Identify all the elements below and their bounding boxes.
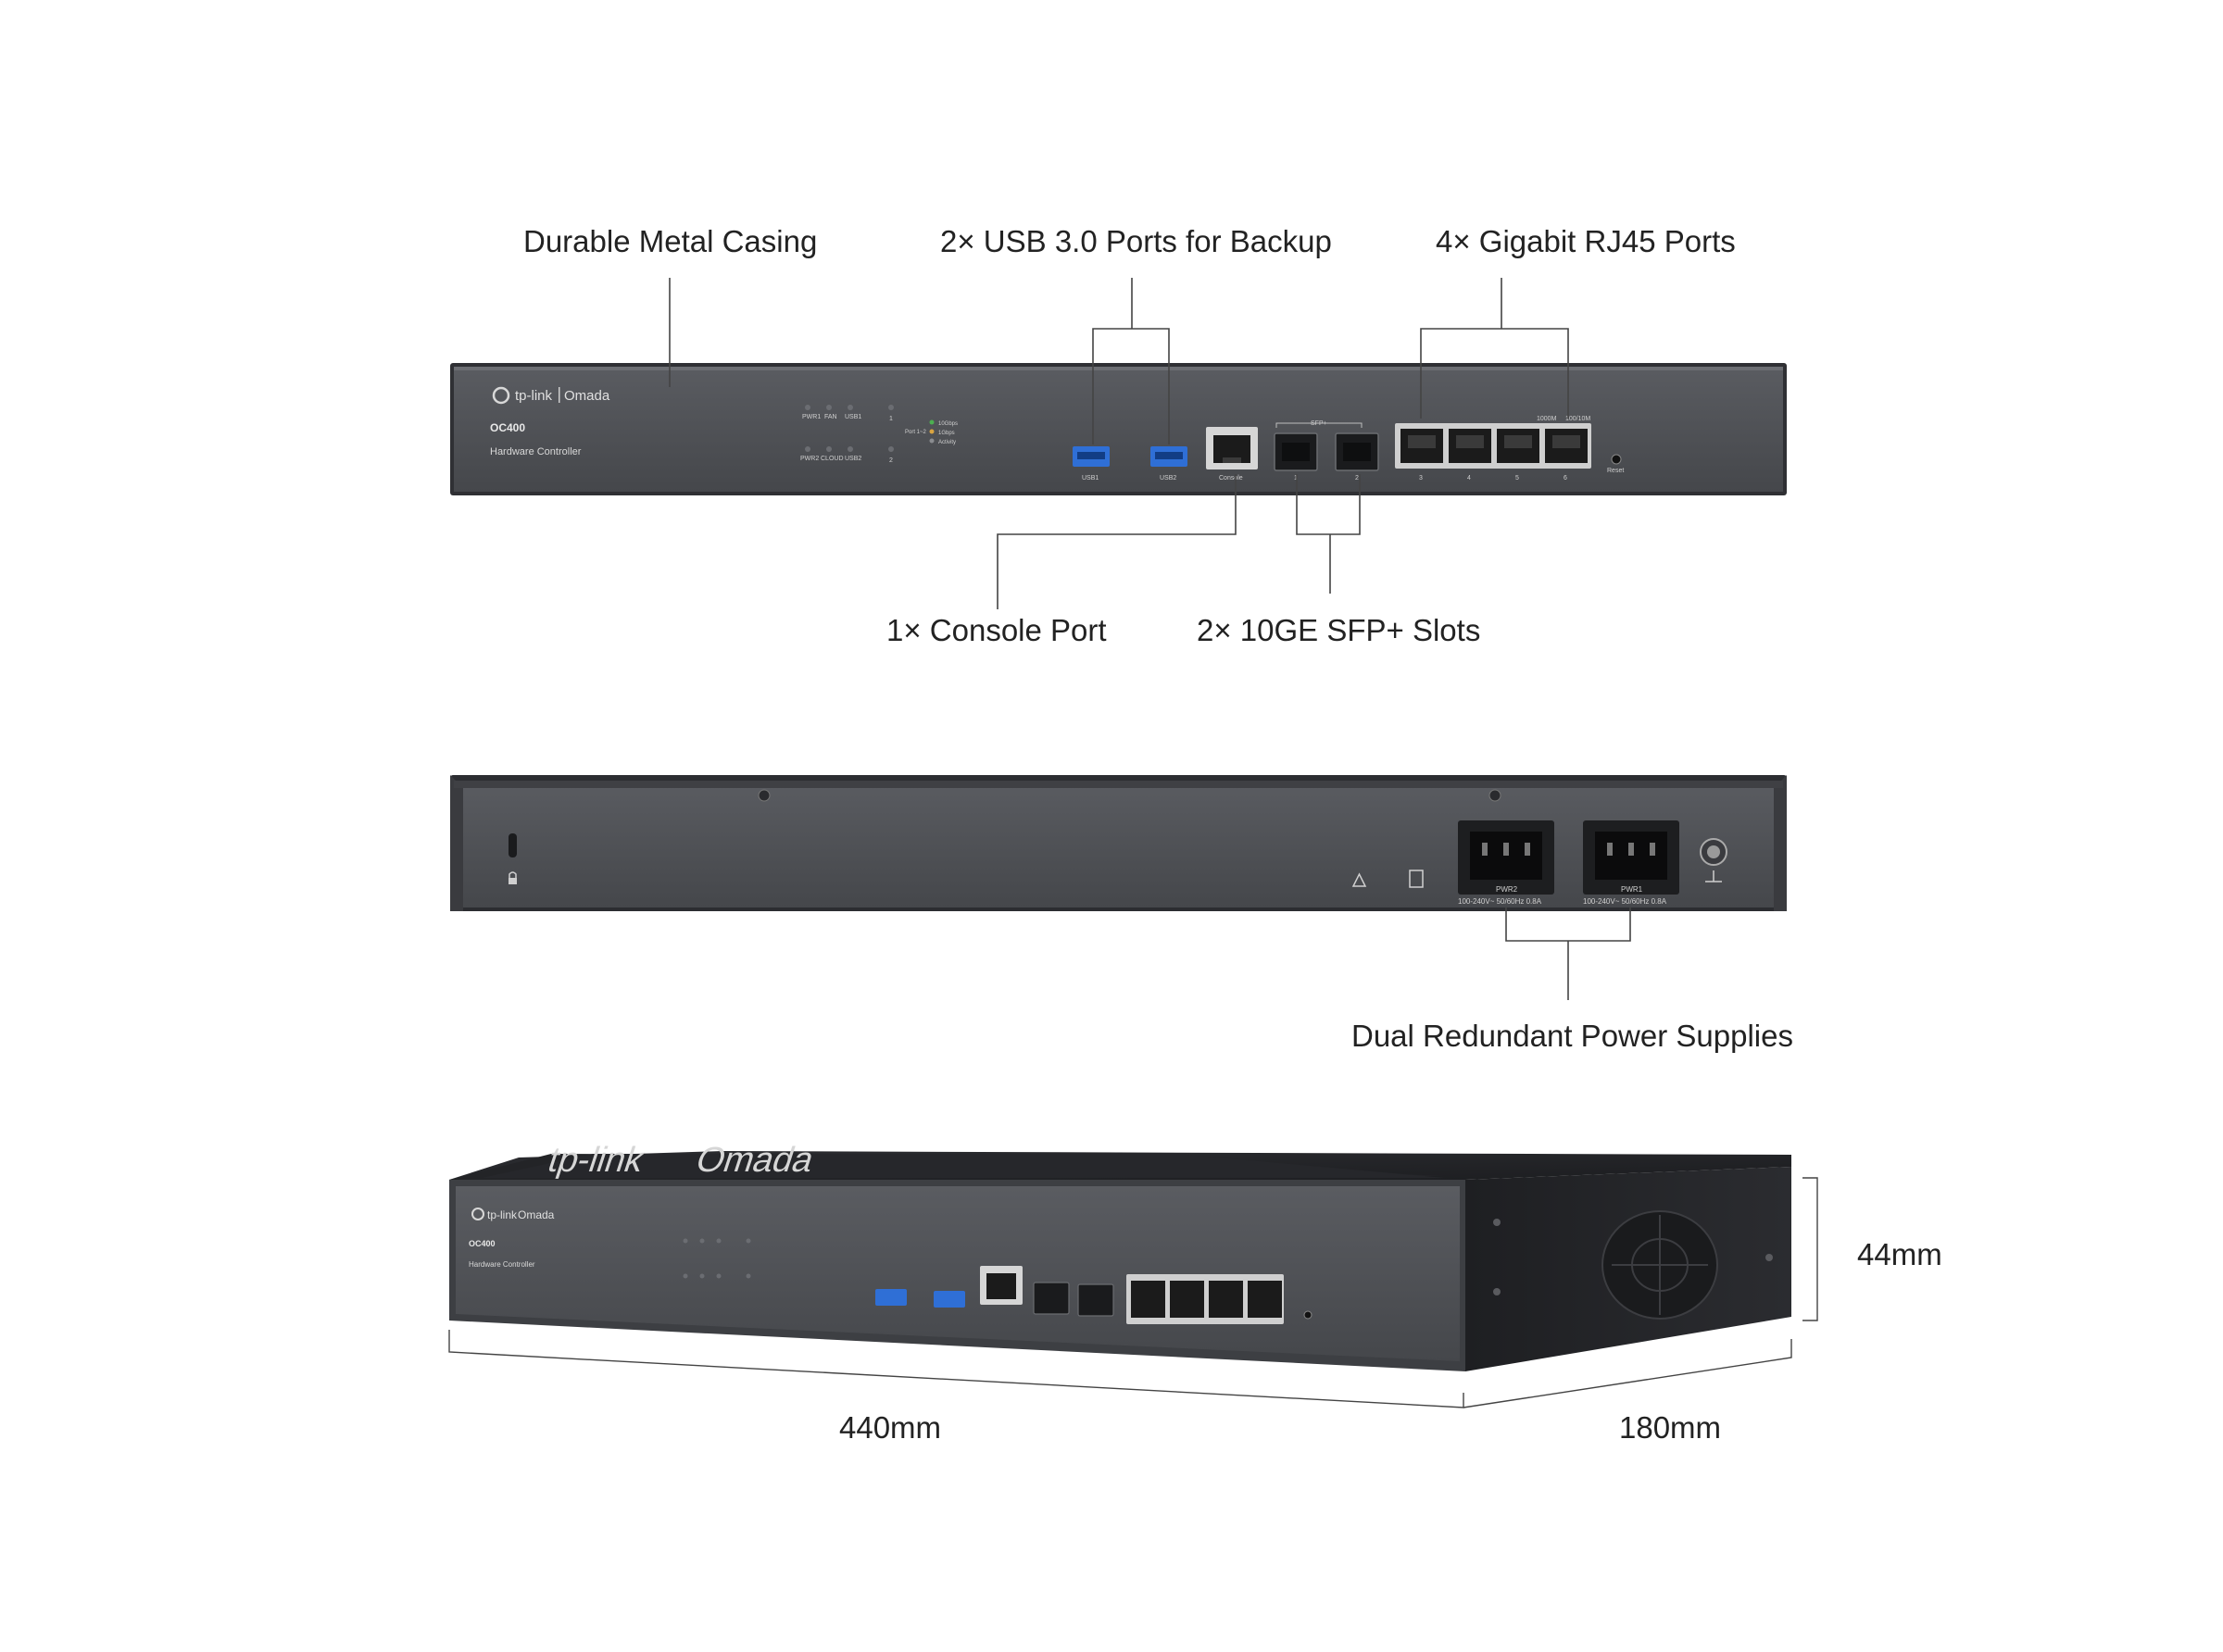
led-label-cloud: CLOUD (821, 456, 844, 462)
led-port-group: Port 1~2 (905, 430, 927, 435)
status-leds: PWR1 FAN USB1 PWR2 CLOUD USB2 1 2 Port 1… (800, 405, 958, 464)
sfp-slot-2[interactable] (1335, 432, 1379, 471)
led-label-pwr1: PWR1 (802, 414, 821, 420)
rj45-port-5[interactable] (1497, 429, 1539, 463)
usb-label-1: USB1 (1082, 475, 1099, 482)
callout-console: 1× Console Port (886, 613, 1107, 647)
persp-model: OC400 (469, 1239, 496, 1248)
led-legend-10g: 10Gbps (938, 421, 958, 427)
power-inlet-pwr2[interactable] (1458, 820, 1554, 895)
rear-callout-lines (1505, 907, 1631, 1000)
rj45-label-4: 4 (1467, 475, 1471, 482)
dimension-width: 440mm (839, 1410, 942, 1445)
led-label-fan: FAN (824, 414, 837, 420)
rj45-speed-label-1000: 1000M (1537, 416, 1557, 422)
console-port[interactable] (1206, 427, 1258, 469)
rj45-port-3[interactable] (1400, 429, 1443, 463)
rj45-label-5: 5 (1515, 475, 1519, 482)
led-label-pwr2: PWR2 (800, 456, 819, 462)
psu-label-pwr2: PWR2 (1496, 885, 1518, 894)
rear-view: PWR2 PWR1 100-240V~ 50/60Hz 0.8A 100-240… (450, 775, 1787, 911)
rj45-port-6[interactable] (1545, 429, 1588, 463)
front-callout-lines (669, 278, 1569, 609)
led-port-2: 2 (889, 457, 893, 464)
lid-product-line: Omada (691, 1141, 820, 1180)
led-legend-activity: Activity (938, 440, 956, 445)
brand-name: tp-link (515, 388, 553, 404)
product-line: Omada (564, 388, 610, 404)
led-label-usb1: USB1 (845, 414, 861, 420)
callout-usb: 2× USB 3.0 Ports for Backup (940, 224, 1332, 258)
sfp-label-1: 1 (1294, 475, 1298, 482)
manual-icon (1409, 870, 1424, 888)
dimension-height: 44mm (1857, 1237, 1942, 1271)
brand-logo: tp-link Omada (492, 386, 610, 405)
perspective-view: tp-link Omada tp-link Omada OC400 Hardwa… (449, 1141, 1791, 1371)
psu-rating-pwr2: 100-240V~ 50/60Hz 0.8A (1458, 897, 1542, 906)
model-name: OC400 (490, 421, 525, 434)
dimension-lines (448, 1177, 1818, 1408)
ground-screw-icon (1700, 838, 1727, 882)
usb-port-2[interactable] (1150, 446, 1187, 467)
dimension-depth: 180mm (1619, 1410, 1722, 1445)
lid-logo: tp-link (543, 1141, 649, 1180)
sfp-header: SFP+ (1311, 420, 1327, 427)
kensington-lock-slot (509, 833, 517, 857)
console-label: Console (1219, 475, 1243, 482)
callout-casing: Durable Metal Casing (523, 224, 818, 258)
warning-icon (1351, 872, 1367, 887)
callout-rj45: 4× Gigabit RJ45 Ports (1436, 224, 1736, 258)
rj45-label-3: 3 (1419, 475, 1423, 482)
psu-rating-pwr1: 100-240V~ 50/60Hz 0.8A (1583, 897, 1667, 906)
lock-icon (509, 871, 517, 884)
rj45-label-6: 6 (1564, 475, 1567, 482)
power-inlet-pwr1[interactable] (1583, 820, 1679, 895)
usb-port-1[interactable] (1073, 446, 1110, 467)
led-label-usb2: USB2 (845, 456, 861, 462)
persp-description: Hardware Controller (469, 1260, 535, 1269)
sfp-slot-1[interactable] (1274, 432, 1318, 471)
rj45-speed-label-100: 100/10M (1565, 416, 1590, 422)
reset-button[interactable] (1611, 454, 1622, 465)
model-description: Hardware Controller (490, 446, 582, 457)
reset-label: Reset (1607, 468, 1624, 474)
front-view: tp-link Omada OC400 Hardware Controller … (450, 363, 1787, 495)
sfp-label-2: 2 (1355, 475, 1359, 482)
persp-brand: tp-link (487, 1208, 518, 1221)
usb-label-2: USB2 (1160, 475, 1176, 482)
rj45-port-4[interactable] (1449, 429, 1491, 463)
led-port-1: 1 (889, 416, 893, 422)
psu-label-pwr1: PWR1 (1621, 885, 1643, 894)
fan-vent-icon (1601, 1210, 1718, 1320)
callout-power: Dual Redundant Power Supplies (1351, 1019, 1793, 1053)
persp-product-line: Omada (518, 1208, 555, 1221)
led-legend-1g: 1Gbps (938, 431, 955, 436)
callout-sfp: 2× 10GE SFP+ Slots (1197, 613, 1481, 647)
